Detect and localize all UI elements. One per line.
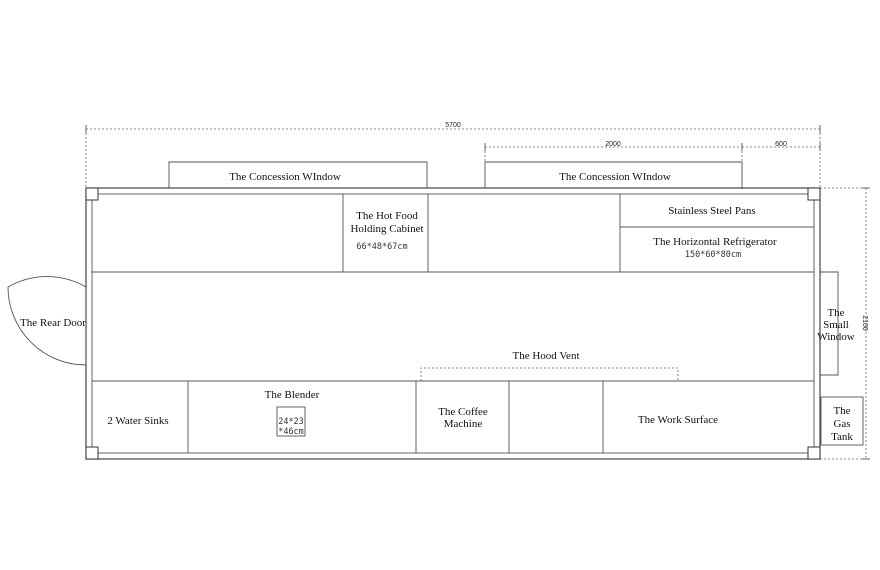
hot-food-holding-cabinet: The Hot Food Holding Cabinet 66*48*67cm	[350, 210, 423, 252]
svg-text:Tank: Tank	[831, 431, 853, 443]
svg-text:The: The	[827, 307, 844, 319]
svg-text:*46cm: *46cm	[278, 427, 304, 437]
small-window: The Small Window	[817, 271, 855, 376]
gas-tank: The Gas Tank	[820, 396, 864, 446]
svg-text:Window: Window	[817, 331, 854, 343]
svg-text:The Hood Vent: The Hood Vent	[512, 350, 579, 362]
svg-text:The Blender: The Blender	[265, 389, 320, 401]
work-surface: The Work Surface	[638, 414, 718, 426]
dimension-window-offset: 600	[742, 141, 821, 151]
window-width-label: 2000	[605, 141, 621, 148]
concession-window-left: The Concession WIndow	[168, 161, 428, 188]
dimension-overall-length: 5700	[85, 122, 821, 190]
dimension-overall-width: 2100	[820, 187, 870, 460]
blender: The Blender 24*23 *46cm	[265, 389, 320, 437]
svg-text:Stainless Steel Pans: Stainless Steel Pans	[668, 205, 755, 217]
svg-text:66*48*67cm: 66*48*67cm	[356, 242, 407, 252]
stainless-steel-pans: Stainless Steel Pans	[668, 205, 755, 217]
svg-text:150*60*80cm: 150*60*80cm	[685, 250, 741, 260]
water-sinks: 2 Water Sinks	[107, 415, 168, 427]
svg-text:Small: Small	[823, 319, 849, 331]
svg-text:24*23: 24*23	[278, 417, 304, 427]
svg-text:2 Water Sinks: 2 Water Sinks	[107, 415, 168, 427]
coffee-machine: The Coffee Machine	[438, 406, 488, 430]
rear-door: The Rear Door	[7, 276, 87, 366]
bottom-counter	[92, 380, 814, 453]
svg-text:The Rear Door: The Rear Door	[20, 317, 86, 329]
svg-text:The Work Surface: The Work Surface	[638, 414, 718, 426]
top-counter	[92, 194, 814, 273]
svg-text:The Horizontal Refrigerator: The Horizontal Refrigerator	[653, 236, 777, 248]
svg-text:The: The	[833, 405, 850, 417]
svg-text:Holding Cabinet: Holding Cabinet	[350, 223, 423, 235]
blender-footprint	[276, 406, 306, 437]
hood-vent: The Hood Vent	[420, 350, 679, 381]
svg-text:The Hot Food: The Hot Food	[356, 210, 418, 222]
concession-window-right: The Concession WIndow	[484, 161, 743, 188]
svg-text:The Coffee: The Coffee	[438, 406, 488, 418]
corner-posts	[85, 187, 821, 460]
window-offset-label: 600	[775, 141, 787, 148]
svg-text:The Concession WIndow: The Concession WIndow	[559, 171, 671, 183]
svg-text:The Concession WIndow: The Concession WIndow	[229, 171, 341, 183]
horizontal-refrigerator: The Horizontal Refrigerator 150*60*80cm	[653, 236, 777, 260]
overall-width-label: 2100	[861, 315, 868, 331]
overall-length-label: 5700	[445, 122, 461, 129]
svg-text:Gas: Gas	[833, 418, 850, 430]
svg-text:Machine: Machine	[444, 418, 483, 430]
